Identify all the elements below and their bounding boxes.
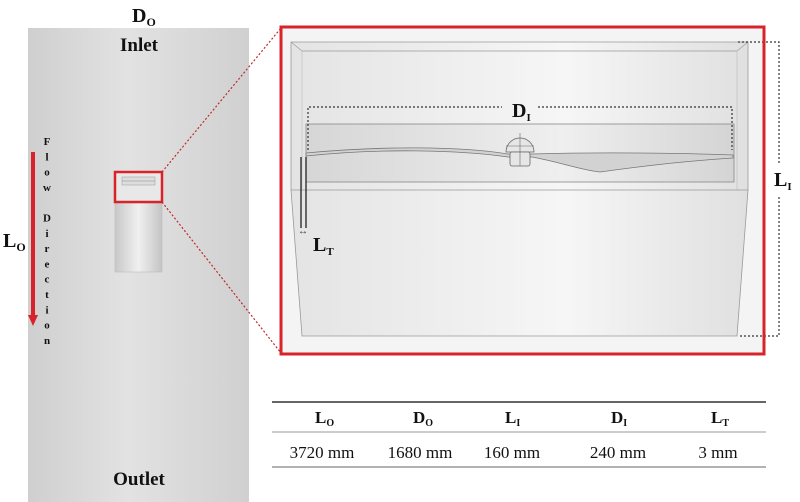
- table-header: LT: [711, 408, 729, 429]
- zoom-connector-top: [161, 27, 282, 173]
- table-header: LI: [505, 408, 520, 429]
- flow-direction-letter: o: [44, 320, 50, 332]
- zoomed-turbine-view: DI ↔ LT LI: [279, 25, 792, 356]
- turbine-inset: [115, 172, 162, 202]
- table-cell: 160 mm: [484, 443, 540, 462]
- flow-direction-letter: F: [44, 136, 51, 148]
- turbine-housing: [114, 202, 163, 273]
- zoom-frame: [279, 25, 766, 356]
- d-o-label: DO: [132, 5, 156, 29]
- flow-direction-letter: l: [45, 151, 48, 163]
- d-i-dimension-line: [307, 106, 502, 150]
- l-o-label: LO: [3, 230, 26, 254]
- double-arrow-icon: ↔: [298, 226, 308, 237]
- flow-direction-letter: D: [43, 213, 51, 225]
- l-t-label: LT: [313, 234, 334, 258]
- zoom-region-box: [113, 170, 164, 204]
- flow-direction-letter: t: [45, 289, 49, 301]
- flow-direction-letter: i: [45, 304, 48, 316]
- flow-direction-letter: c: [45, 274, 50, 286]
- table-cell: 3 mm: [698, 443, 737, 462]
- flow-direction-letter: e: [45, 258, 50, 270]
- flow-direction-letter: r: [45, 243, 50, 255]
- turbine-blade: [305, 147, 734, 173]
- table-cell: 1680 mm: [388, 443, 453, 462]
- inlet-label: Inlet: [120, 35, 159, 56]
- table-header: DI: [611, 408, 627, 429]
- l-i-dimension-line: [738, 41, 780, 163]
- flow-direction-letter: w: [43, 182, 51, 194]
- table-header: LO: [315, 408, 334, 429]
- outlet-label: Outlet: [113, 469, 165, 490]
- flow-direction-letter: i: [45, 228, 48, 240]
- d-i-label: DI: [512, 100, 531, 124]
- table-cell: 240 mm: [590, 443, 646, 462]
- table-header: DO: [413, 408, 433, 429]
- turbine-hub: [505, 133, 535, 167]
- duct-section: [290, 41, 749, 337]
- l-i-label: LI: [774, 169, 792, 193]
- dimensions-table: LO 3720 mm DO 1680 mm LI 160 mm DI 240 mm LT 3 mm: [272, 401, 766, 468]
- flow-direction-letter: o: [44, 167, 50, 179]
- table-cell: 3720 mm: [290, 443, 355, 462]
- zoom-connector-bottom: [161, 201, 282, 354]
- flow-direction-arrow: [28, 152, 38, 326]
- flow-direction-letter: n: [44, 335, 50, 347]
